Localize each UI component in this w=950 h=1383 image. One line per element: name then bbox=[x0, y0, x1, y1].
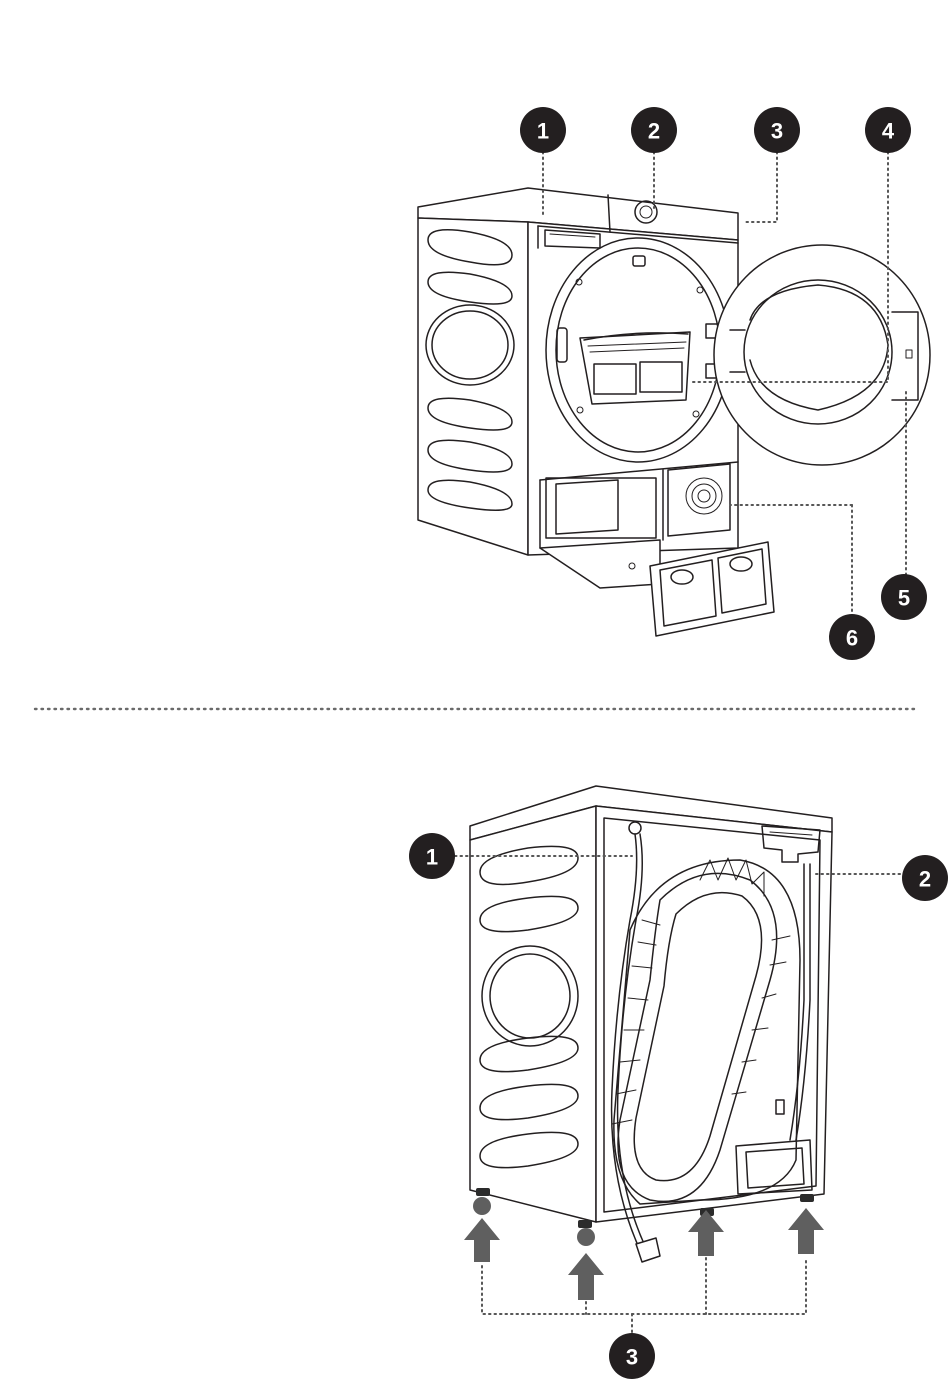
top-callout-6-label: 6 bbox=[846, 626, 858, 651]
up-arrow-icon bbox=[788, 1208, 824, 1254]
top-callout-4: 4 bbox=[865, 107, 911, 153]
top-callout-6: 6 bbox=[829, 614, 875, 660]
top-callout-1: 1 bbox=[520, 107, 566, 153]
dryer-front-illustration bbox=[418, 188, 930, 636]
bottom-callout-1: 1 bbox=[409, 833, 455, 879]
top-callout-3-label: 3 bbox=[771, 119, 783, 144]
foot-marker-dot-1 bbox=[473, 1197, 491, 1215]
bottom-callout-3-label: 3 bbox=[626, 1345, 638, 1370]
top-callout-2: 2 bbox=[631, 107, 677, 153]
top-callout-5: 5 bbox=[881, 574, 927, 620]
up-arrow-icon bbox=[568, 1253, 604, 1300]
bottom-callout-1-label: 1 bbox=[426, 845, 438, 870]
up-arrow-icon bbox=[688, 1210, 724, 1256]
foot-marker-dot-2 bbox=[577, 1228, 595, 1246]
dryer-rear-illustration bbox=[470, 786, 832, 1262]
top-callout-4-label: 4 bbox=[882, 119, 895, 144]
bottom-callout-2: 2 bbox=[902, 855, 948, 901]
top-callout-2-label: 2 bbox=[648, 119, 660, 144]
bottom-callout-2-label: 2 bbox=[919, 867, 931, 892]
bottom-callout-3: 3 bbox=[609, 1333, 655, 1379]
up-arrow-icon bbox=[464, 1218, 500, 1262]
top-callout-3: 3 bbox=[754, 107, 800, 153]
top-callout-1-label: 1 bbox=[537, 119, 549, 144]
top-callout-5-label: 5 bbox=[898, 586, 910, 611]
